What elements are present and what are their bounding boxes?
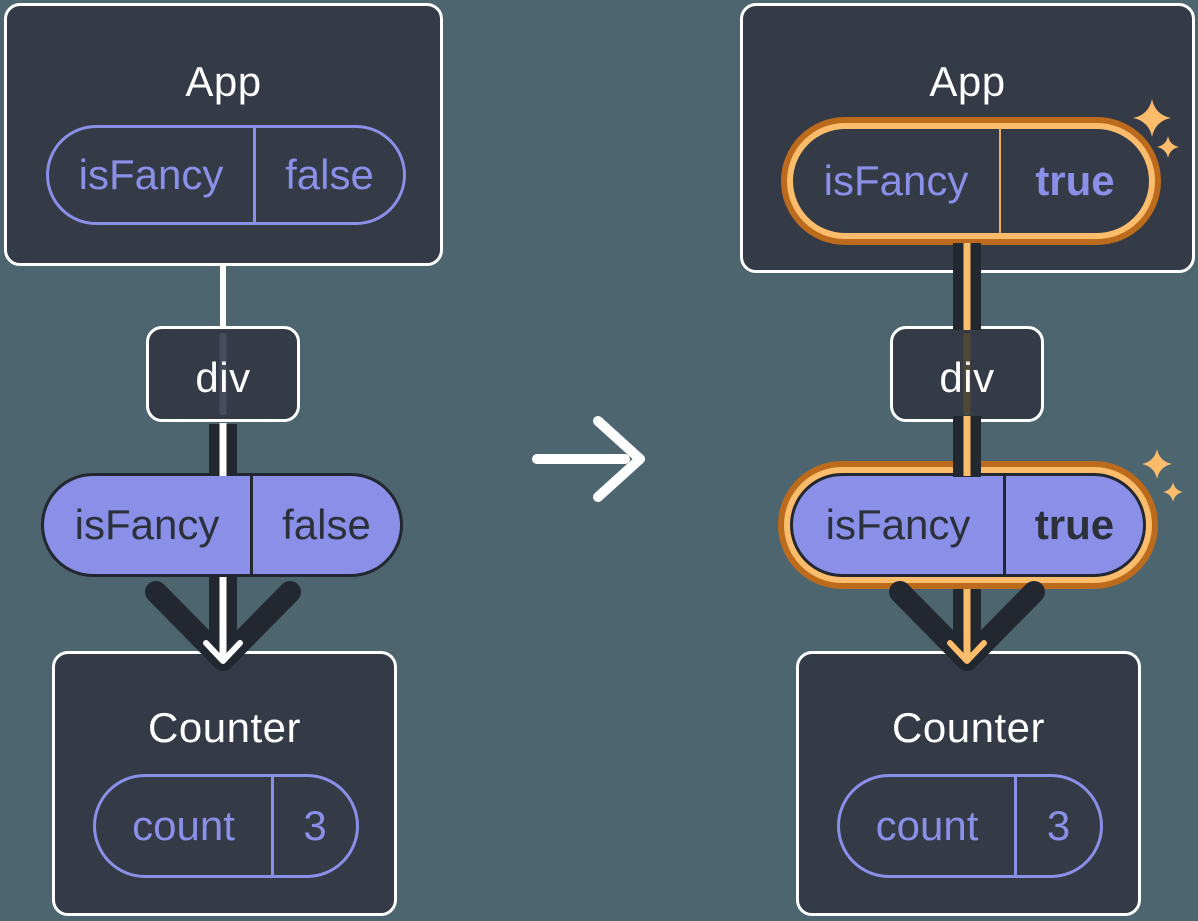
left-app-state-name: isFancy — [78, 151, 224, 198]
right-counter-title: Counter — [892, 704, 1045, 751]
left-passed-prop-pill: isFancy false — [41, 473, 403, 577]
right-arrow-icon — [532, 416, 645, 502]
left-passed-prop-value: false — [250, 476, 400, 574]
left-counter-title: Counter — [148, 704, 301, 751]
right-passed-prop-value: true — [1003, 476, 1143, 574]
right-counter-state-pill: count 3 — [837, 774, 1103, 878]
right-counter-state-name: count — [875, 802, 979, 849]
left-prop-flow-arrow — [145, 577, 301, 671]
left-counter-state-name: count — [132, 802, 235, 849]
right-passed-prop-name: isFancy — [825, 501, 971, 548]
left-div-title: div — [195, 354, 251, 401]
right-counter-state-value: 3 — [1014, 777, 1100, 875]
left-app-state-pill: isFancy false — [46, 125, 406, 225]
left-passed-prop-name: isFancy — [74, 501, 220, 548]
left-counter-state-value: 3 — [271, 777, 356, 875]
right-div-title: div — [939, 354, 995, 401]
right-app-state-name: isFancy — [823, 157, 969, 204]
left-counter-state-pill: count 3 — [93, 774, 359, 878]
right-div-to-pill-line — [953, 416, 981, 477]
right-counter-node: Counter count 3 — [796, 651, 1141, 916]
right-div-node: div — [890, 326, 1044, 422]
left-counter-node: Counter count 3 — [52, 651, 397, 916]
right-passed-prop-pill: isFancy true — [790, 473, 1146, 577]
right-app-state-pill: isFancy true — [793, 129, 1149, 233]
right-app-state-value: true — [999, 129, 1149, 233]
left-app-state-value: false — [253, 128, 403, 222]
right-prop-trace-line — [963, 333, 971, 415]
left-prop-trace-line — [219, 333, 227, 415]
left-app-title: App — [185, 58, 262, 105]
left-app-node: App isFancy false — [4, 3, 443, 266]
right-app-node: App isFancy true — [740, 3, 1195, 273]
right-app-title: App — [929, 58, 1006, 105]
sparkle-icon — [1142, 449, 1183, 502]
left-div-to-pill-line — [209, 423, 237, 476]
left-div-node: div — [146, 326, 300, 422]
